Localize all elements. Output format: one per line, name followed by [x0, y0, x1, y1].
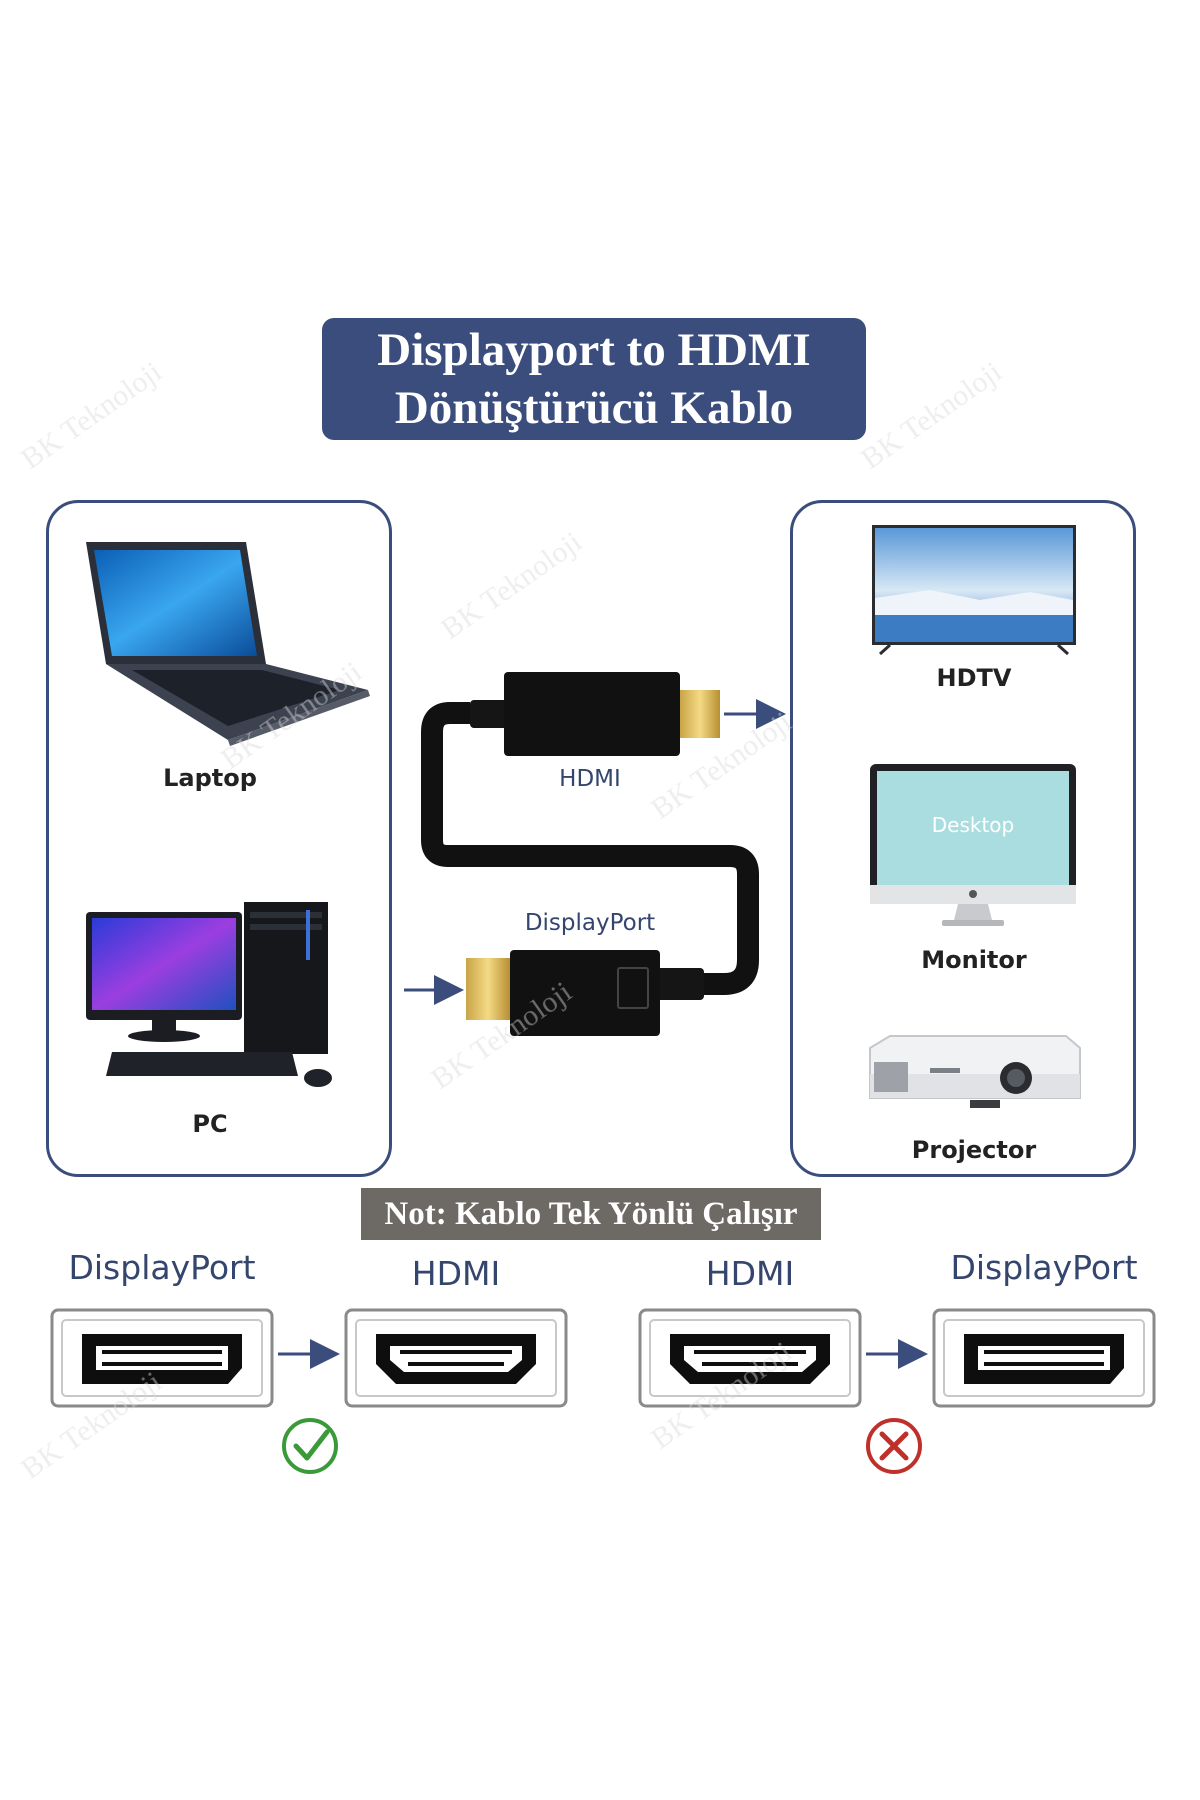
hdtv-label: HDTV	[936, 664, 1012, 692]
title-banner: Displayport to HDMI Dönüştürücü Kablo	[322, 318, 866, 440]
watermark-text: BK Teknoloji	[855, 355, 1008, 476]
watermark-text: BK Teknoloji	[15, 355, 168, 476]
monitor-label: Monitor	[921, 946, 1027, 974]
one-way-note: Not: Kablo Tek Yönlü Çalışır	[361, 1188, 821, 1240]
cable-hdmi-label: HDMI	[559, 766, 621, 792]
left-to-port-name: HDMI	[411, 1254, 501, 1293]
hdmi-plug-tip	[680, 690, 720, 738]
watermark-text: BK Teknoloji	[435, 525, 588, 646]
monitor-screen-text: Desktop	[932, 813, 1014, 837]
hdmi-strain-relief	[470, 700, 510, 728]
pc-icon	[86, 902, 332, 1087]
projector-label: Projector	[911, 1136, 1037, 1164]
displayport-plug-tip	[466, 958, 510, 1020]
hdtv-icon	[872, 525, 1076, 656]
monitor-icon: Desktop	[870, 764, 1076, 926]
title-line-2: Dönüştürücü Kablo	[394, 382, 794, 434]
hdmi-plug-body	[504, 672, 680, 756]
check-icon	[282, 1418, 338, 1474]
pc-label: PC	[192, 1110, 228, 1138]
port-box-displayport-right	[932, 1308, 1156, 1408]
displayport-to-hdmi-cable	[421, 672, 759, 1036]
port-box-hdmi-right	[638, 1308, 862, 1408]
title-line-1: Displayport to HDMI	[377, 324, 811, 376]
left-from-port-name: DisplayPort	[68, 1248, 256, 1287]
cross-icon	[866, 1418, 922, 1474]
port-box-hdmi-left	[344, 1308, 568, 1408]
port-box-displayport-left	[50, 1308, 274, 1408]
right-from-port-name: HDMI	[705, 1254, 795, 1293]
laptop-label: Laptop	[163, 764, 257, 792]
right-to-port-name: DisplayPort	[950, 1248, 1138, 1287]
displayport-plug-body	[510, 950, 660, 1036]
displayport-strain-relief	[656, 968, 704, 1000]
projector-icon	[869, 1035, 1081, 1108]
cable-displayport-label: DisplayPort	[524, 910, 656, 936]
laptop-icon	[86, 542, 370, 746]
